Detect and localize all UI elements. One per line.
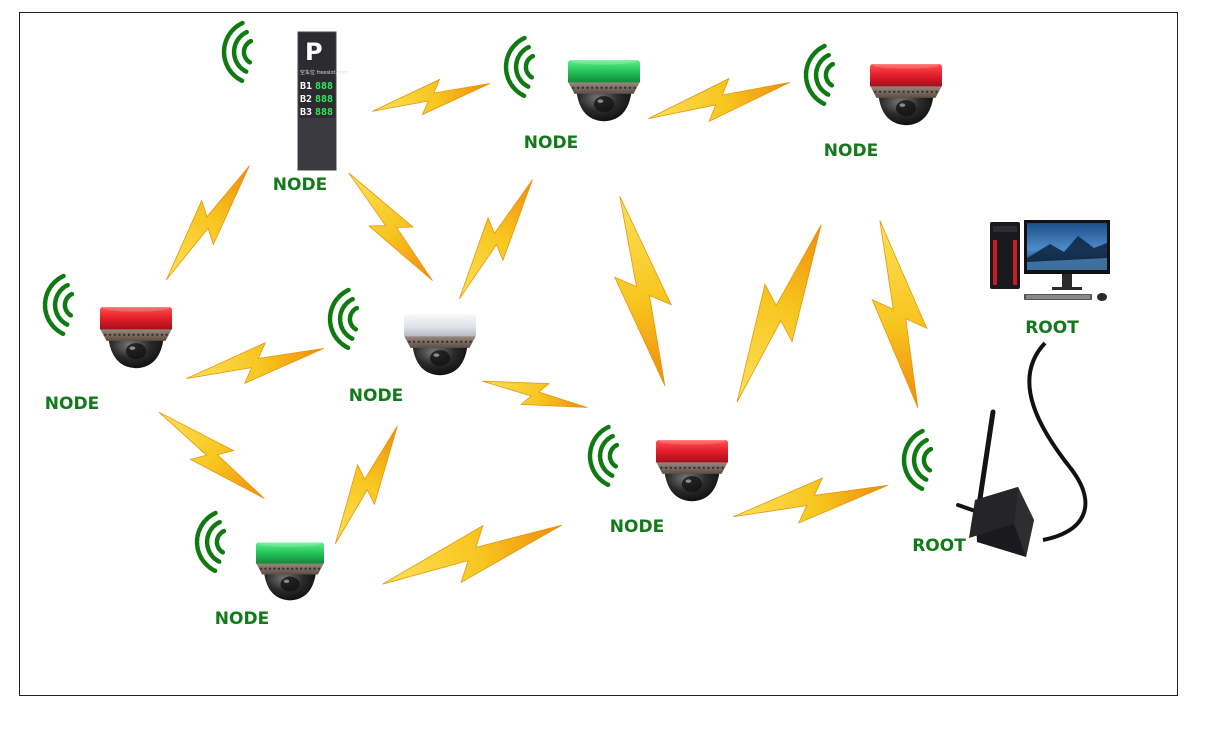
dome-camera-icon bbox=[568, 57, 640, 122]
dome-camera-icon bbox=[256, 540, 324, 601]
wifi-wave-icon bbox=[901, 428, 934, 492]
wifi-wave-icon bbox=[803, 43, 836, 107]
lightning-bolt-icon bbox=[334, 425, 398, 544]
router-icon bbox=[956, 409, 1034, 557]
node-label: NODE bbox=[349, 386, 403, 406]
lightning-bolt-icon bbox=[871, 220, 928, 408]
wifi-wave-icon bbox=[194, 510, 227, 574]
node-label: NODE bbox=[215, 609, 269, 629]
lightning-bolt-icon bbox=[372, 78, 491, 116]
node-label: NODE bbox=[524, 133, 578, 153]
node-label: ROOT bbox=[912, 536, 966, 556]
sign-level-b1: B1 bbox=[300, 81, 312, 92]
node-label: NODE bbox=[45, 394, 99, 414]
sign-value-b3: 888 bbox=[315, 107, 333, 118]
wifi-wave-icon bbox=[503, 35, 536, 99]
dome-camera-icon bbox=[100, 304, 172, 369]
dome-camera-icon bbox=[404, 311, 476, 376]
dome-camera-icon bbox=[870, 61, 942, 126]
parking-sign-icon: P 空车位 freeslot.com B1 888 B2 888 B3 888 bbox=[297, 31, 348, 171]
dome-camera-icon bbox=[656, 437, 728, 502]
lightning-bolt-icon bbox=[165, 165, 250, 281]
lightning-bolt-icon bbox=[648, 77, 791, 123]
sign-letter: P bbox=[305, 38, 323, 66]
sign-value-b1: 888 bbox=[315, 81, 333, 92]
lightning-bolt-icon bbox=[458, 179, 533, 300]
desktop-computer-icon bbox=[990, 220, 1110, 301]
lightning-bolt-icon bbox=[613, 196, 673, 386]
lightning-bolt-icon bbox=[482, 380, 588, 408]
node-label: ROOT bbox=[1025, 318, 1079, 338]
node-label: NODE bbox=[610, 517, 664, 537]
wifi-wave-icon bbox=[327, 287, 360, 351]
node-label: NODE bbox=[273, 175, 327, 195]
wireless-links bbox=[158, 77, 928, 585]
lightning-bolt-icon bbox=[733, 477, 889, 524]
lightning-bolt-icon bbox=[186, 341, 325, 385]
wireless-signals bbox=[42, 20, 934, 574]
lightning-bolt-icon bbox=[382, 524, 562, 585]
wifi-wave-icon bbox=[221, 20, 254, 84]
wifi-wave-icon bbox=[42, 273, 75, 337]
sign-value-b2: 888 bbox=[315, 94, 333, 105]
sign-level-b3: B3 bbox=[300, 107, 312, 118]
lightning-bolt-icon bbox=[736, 224, 822, 403]
diagram-frame bbox=[19, 12, 1178, 696]
usb-cable bbox=[1027, 341, 1088, 542]
node-label: NODE bbox=[824, 141, 878, 161]
sign-subtitle: 空车位 freeslot.com bbox=[300, 69, 348, 76]
sign-level-b2: B2 bbox=[300, 94, 312, 105]
wifi-wave-icon bbox=[587, 424, 620, 488]
lightning-bolt-icon bbox=[158, 411, 265, 499]
lightning-bolt-icon bbox=[348, 172, 433, 281]
